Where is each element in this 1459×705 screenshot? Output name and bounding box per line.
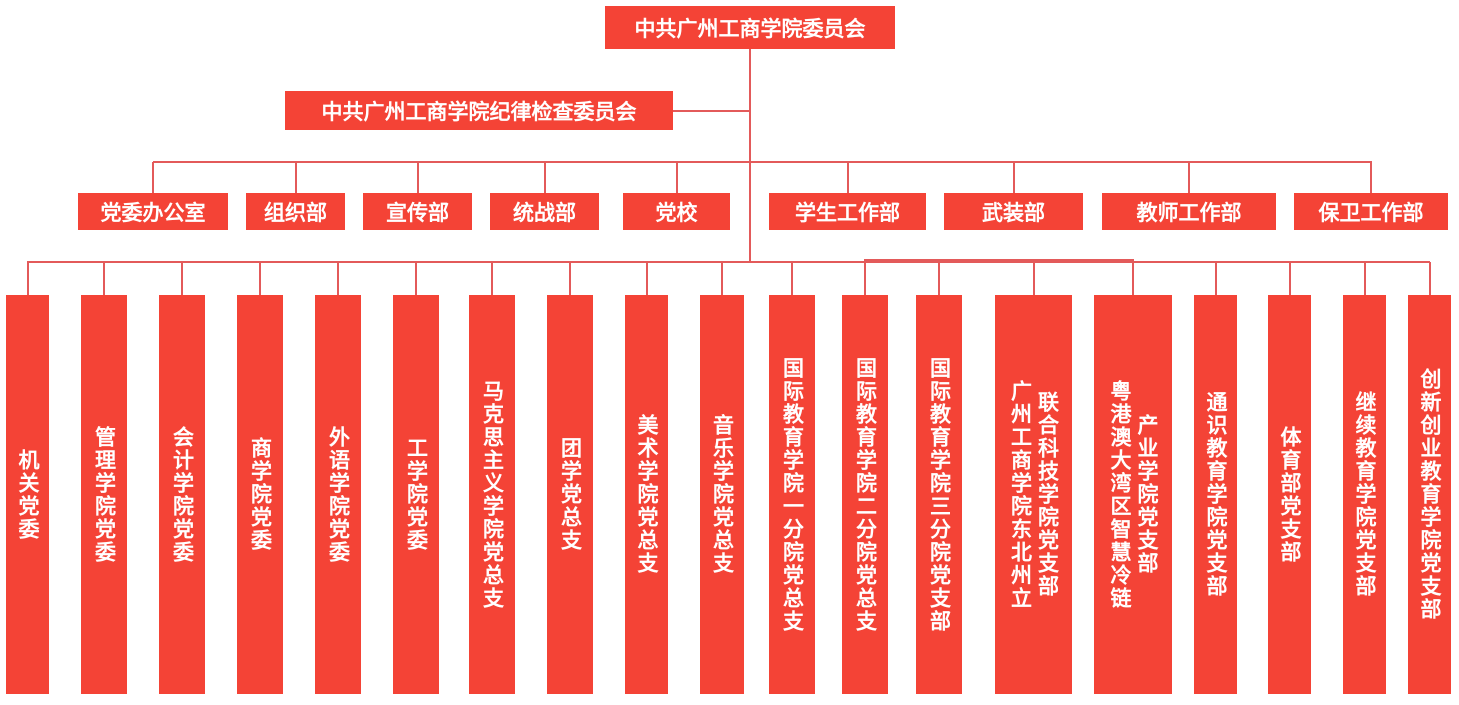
department-label: 党校 [655, 200, 698, 225]
unit-label: 商学院党委 [248, 437, 273, 552]
connector-department [676, 162, 678, 193]
connector-departments-bus [153, 161, 1372, 163]
connector-units-bus [27, 261, 1430, 263]
department-label: 武装部 [982, 200, 1045, 225]
connector-units-bump [864, 259, 1134, 261]
unit-label: 会计学院党委 [170, 425, 195, 564]
connector-unit [1364, 262, 1366, 295]
connector-unit [181, 262, 183, 295]
connector-unit [938, 260, 940, 295]
party-committee-label: 中共广州工商学院委员会 [634, 16, 866, 41]
unit-box: 机关党委 [6, 295, 49, 694]
unit-box: 工学院党委 [393, 295, 439, 694]
discipline-committee-box: 中共广州工商学院纪律检查委员会 [285, 91, 673, 130]
department-label: 保卫工作部 [1318, 200, 1424, 225]
unit-label: 国际教育学院三分院党支部 [927, 356, 952, 633]
department-label: 宣传部 [386, 200, 449, 225]
party-committee-box: 中共广州工商学院委员会 [605, 6, 895, 49]
unit-label: 广州工商学院东北州立 [1008, 379, 1033, 610]
department-box: 学生工作部 [769, 193, 926, 230]
connector-unit [1033, 260, 1035, 295]
department-label: 组织部 [264, 200, 327, 225]
unit-label: 创新创业教育学院党支部 [1418, 368, 1442, 621]
department-box: 党校 [623, 193, 730, 230]
connector-unit [103, 262, 105, 295]
unit-box: 继续教育学院党支部 [1343, 295, 1386, 694]
unit-box: 马克思主义学院党总支 [469, 295, 515, 694]
unit-label: 国际教育学院二分院党总支 [853, 356, 878, 633]
unit-label: 通识教育学院党支部 [1204, 391, 1228, 598]
connector-department [295, 162, 297, 193]
connector-unit [864, 260, 866, 295]
unit-label: 团学党总支 [558, 437, 583, 552]
department-box: 组织部 [246, 193, 345, 230]
unit-box: 外语学院党委 [315, 295, 361, 694]
department-label: 统战部 [513, 200, 576, 225]
connector-unit [569, 262, 571, 295]
unit-box: 体育部党支部 [1268, 295, 1311, 694]
unit-label: 产业学院党支部 [1135, 414, 1159, 575]
unit-box: 会计学院党委 [159, 295, 205, 694]
connector-department [417, 162, 419, 193]
connector-unit [259, 262, 261, 295]
unit-label: 继续教育学院党支部 [1353, 391, 1377, 598]
department-box: 党委办公室 [78, 193, 228, 230]
department-label: 党委办公室 [100, 200, 206, 225]
unit-box: 美术学院党总支 [625, 295, 668, 694]
department-label: 学生工作部 [795, 200, 900, 225]
connector-department [544, 162, 546, 193]
unit-label: 美术学院党总支 [635, 414, 659, 575]
department-box: 武装部 [944, 193, 1083, 230]
unit-label: 粤港澳大湾区智慧冷链 [1108, 379, 1132, 610]
connector-department [1370, 162, 1372, 193]
connector-unit [646, 262, 648, 295]
connector-unit [27, 262, 29, 295]
connector-unit [791, 262, 793, 295]
department-box: 统战部 [490, 193, 599, 230]
unit-box: 国际教育学院二分院党总支 [842, 295, 888, 694]
department-label: 教师工作部 [1136, 200, 1242, 225]
unit-label: 机关党委 [16, 448, 40, 541]
unit-label: 音乐学院党总支 [710, 414, 735, 575]
unit-box: 国际教育学院一分院党总支 [769, 295, 815, 694]
unit-box: 管理学院党委 [81, 295, 127, 694]
connector-unit [337, 262, 339, 295]
connector-discipline [673, 110, 750, 112]
unit-label: 联合科技学院党支部 [1035, 391, 1060, 598]
department-box: 宣传部 [363, 193, 472, 230]
connector-unit [1132, 260, 1134, 295]
connector-department [847, 162, 849, 193]
connector-department [152, 162, 154, 193]
connector-unit [1215, 262, 1217, 295]
unit-box: 粤港澳大湾区智慧冷链产业学院党支部 [1094, 295, 1172, 694]
unit-box: 商学院党委 [237, 295, 283, 694]
unit-label: 体育部党支部 [1278, 425, 1302, 564]
connector-unit [1429, 262, 1431, 295]
connector-department [1013, 162, 1015, 193]
department-box: 保卫工作部 [1294, 193, 1448, 230]
unit-label: 工学院党委 [404, 437, 429, 552]
connector-main-vertical [749, 49, 751, 263]
department-box: 教师工作部 [1102, 193, 1276, 230]
connector-unit [415, 262, 417, 295]
unit-box: 通识教育学院党支部 [1194, 295, 1237, 694]
unit-box: 广州工商学院东北州立联合科技学院党支部 [995, 295, 1072, 694]
connector-unit [491, 262, 493, 295]
connector-department [1188, 162, 1190, 193]
connector-unit [721, 262, 723, 295]
unit-box: 团学党总支 [547, 295, 593, 694]
unit-label: 国际教育学院一分院党总支 [780, 356, 805, 633]
connector-unit [1289, 262, 1291, 295]
unit-label: 马克思主义学院党总支 [480, 379, 505, 610]
unit-label: 外语学院党委 [326, 425, 351, 564]
unit-box: 创新创业教育学院党支部 [1408, 295, 1451, 694]
unit-label: 管理学院党委 [92, 425, 117, 564]
unit-box: 音乐学院党总支 [700, 295, 744, 694]
unit-box: 国际教育学院三分院党支部 [916, 295, 962, 694]
discipline-committee-label: 中共广州工商学院纪律检查委员会 [321, 99, 637, 124]
